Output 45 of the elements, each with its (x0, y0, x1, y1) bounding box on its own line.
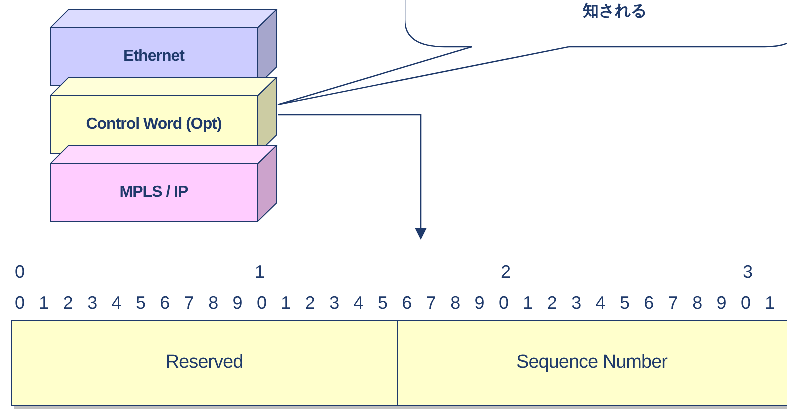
layer-label: MPLS / IP (120, 183, 188, 203)
bit-number: 6 (643, 294, 656, 312)
bit-number: 1 (280, 294, 292, 312)
bit-number: 8 (208, 294, 220, 312)
bit-number: 1 (38, 294, 50, 312)
bit-number: 7 (667, 294, 680, 312)
field-name: Sequence Number (516, 350, 668, 375)
bit-number: 9 (232, 294, 244, 312)
bit-number: 5 (618, 294, 631, 312)
bit-number: 6 (159, 294, 172, 312)
bit-number: 7 (425, 294, 438, 312)
callout-pointer (277, 46, 570, 106)
bit-number: 5 (134, 294, 147, 312)
bit-number: 6 (401, 294, 414, 312)
field-table (11, 320, 787, 406)
bit-number: 0 (256, 294, 268, 312)
bit-number: 4 (594, 294, 607, 312)
bit-number: 8 (450, 294, 462, 312)
bit-number: 0 (498, 294, 510, 312)
bit-number: 7 (183, 294, 196, 312)
bit-number: 2 (304, 294, 316, 312)
bit-number: 1 (764, 294, 776, 312)
callout-text: 知される (583, 2, 647, 22)
bit-number: 0 (14, 263, 26, 281)
bit-number: 0 (740, 294, 752, 312)
bit-number: 4 (110, 294, 123, 312)
bit-number: 2 (500, 263, 512, 281)
bit-number: 4 (352, 294, 365, 312)
bit-number: 3 (86, 294, 99, 312)
field-name: Reserved (166, 350, 244, 375)
bit-number: 8 (692, 294, 704, 312)
bit-number: 3 (328, 294, 341, 312)
layer-label: Ethernet (124, 47, 184, 67)
bit-number: 2 (546, 294, 558, 312)
bit-number: 2 (62, 294, 74, 312)
bit-number: 3 (570, 294, 583, 312)
bit-number: 3 (742, 263, 754, 281)
bit-number: 9 (716, 294, 728, 312)
bit-number: 9 (474, 294, 486, 312)
bit-number: 1 (254, 263, 266, 281)
layer-label: Control Word (Opt) (86, 115, 222, 135)
bit-number: 5 (376, 294, 389, 312)
bit-number: 0 (14, 294, 26, 312)
bit-number: 1 (522, 294, 534, 312)
arrow (278, 114, 427, 240)
